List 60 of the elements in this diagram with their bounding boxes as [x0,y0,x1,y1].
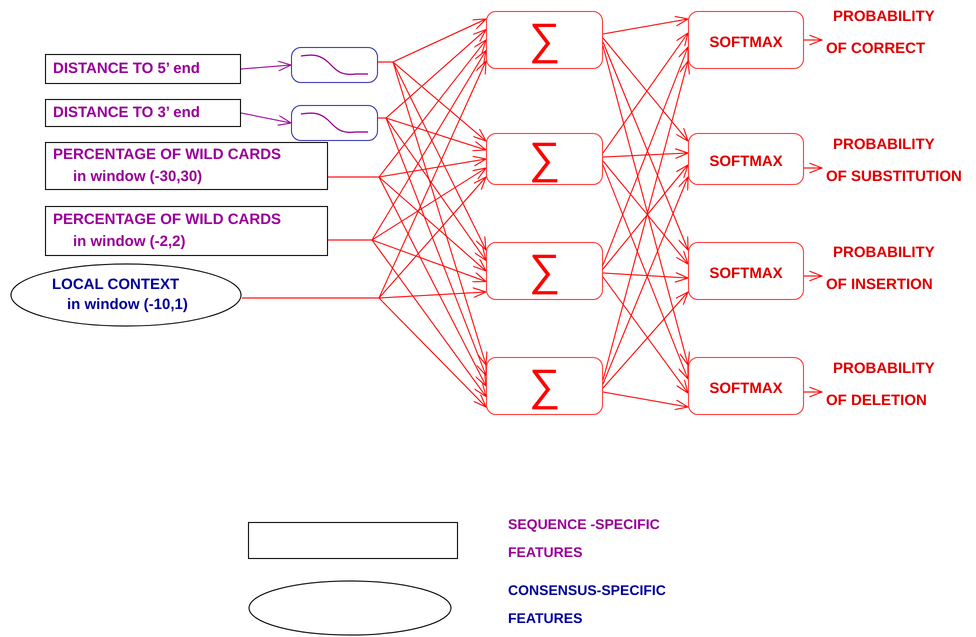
feature-text: PERCENTAGE OF WILD CARDS [53,210,282,230]
output-text: OF CORRECT [825,40,926,58]
feature-box [45,142,328,190]
feature-text: PERCENTAGE OF WILD CARDS [53,145,282,165]
arrow [242,298,486,408]
arrow [378,62,488,366]
feature-text: in window (-10,1) [66,295,189,315]
sigmoid-node [291,105,378,141]
feature-text: in window (-2,2) [72,232,186,252]
arrow [804,34,822,46]
sigma-symbol: ∑ [528,18,560,62]
arrow [602,148,688,160]
arrow [602,292,688,388]
feature-text: DISTANCE TO 3’ end [53,103,201,123]
softmax-label: SOFTMAX [709,32,783,53]
feature-text: DISTANCE TO 5’ end [53,59,201,79]
legend-text: SEQUENCE -SPECIFIC FEATURES [508,515,661,562]
softmax-label: SOFTMAX [709,264,783,284]
arrow [602,16,688,34]
arrow [378,118,486,376]
sum-box [486,11,603,69]
feature-box [45,206,328,256]
softmax-label: SOFTMAX [709,378,783,399]
arrow [602,392,688,410]
feature-box [45,54,241,84]
softmax-box [688,357,804,415]
legend-text: CONSENSUS-SPECIFIC FEATURES [508,581,667,628]
sigma-symbol: ∑ [528,364,560,408]
arrow [602,276,688,394]
arrow [240,112,292,126]
softmax-label: SOFTMAX [709,152,783,172]
sum-box [486,357,603,415]
output-text: PROBABILITY [832,136,936,154]
sigmoid-node [291,47,378,83]
sigma-symbol: ∑ [528,137,560,181]
output-text: PROBABILITY [832,360,936,378]
softmax-box [688,133,804,185]
arrow [804,162,822,174]
feature-box [45,99,241,127]
output-text: PROBABILITY [832,8,936,26]
legend-sample [248,522,458,559]
feature-text: LOCAL CONTEXT [52,275,180,295]
softmax-box [688,242,804,300]
softmax-box [688,11,804,69]
arrow [804,270,822,282]
feature-ellipse [10,263,242,327]
output-text: OF INSERTION [825,276,934,294]
arrow [328,176,486,386]
legend-sample [248,580,452,636]
output-text: PROBABILITY [832,244,936,262]
sum-box [486,133,603,185]
arrow [602,272,688,283]
feature-text: in window (-30,30) [72,167,204,187]
sigma-symbol: ∑ [528,249,560,293]
output-text: OF DELETION [825,392,928,410]
output-text: OF SUBSTITUTION [825,168,963,186]
sum-box [486,242,603,300]
arrow [328,240,486,397]
arrow [804,386,822,398]
arrow [240,60,292,72]
